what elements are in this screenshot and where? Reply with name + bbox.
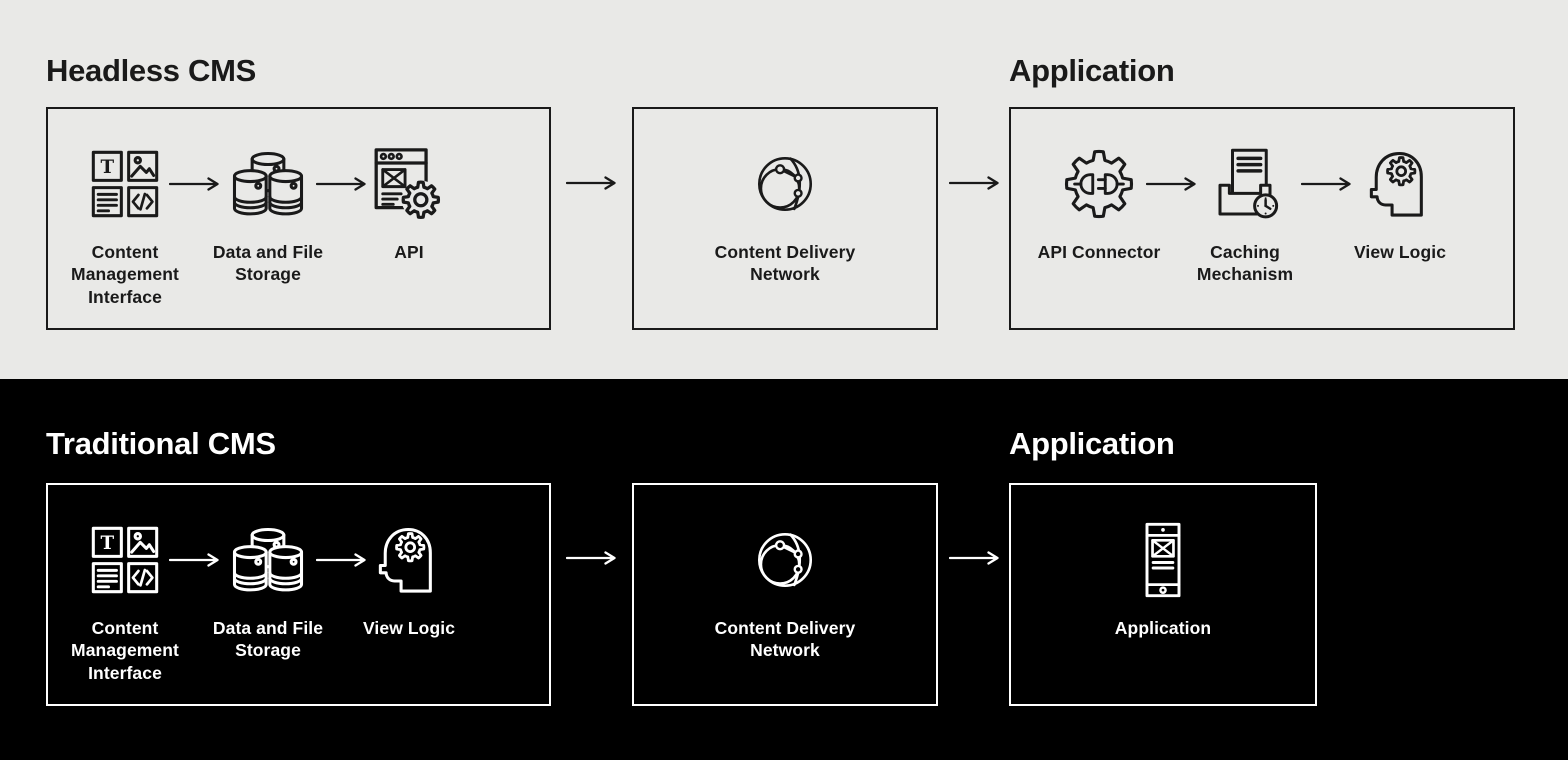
content-management-node: T Content Management Interface [55,520,195,684]
flow-arrow-icon [1300,177,1353,191]
cdn-globe-icon [750,520,820,600]
cdn-label: Content Delivery Network [714,242,856,285]
headless-cdn-box: Content Delivery Network [632,107,938,330]
api-connector-node: API Connector [1029,144,1169,263]
cdn-globe-icon [750,144,820,224]
traditional-cms-box: T Content Management Interface Data and … [46,483,551,706]
view-logic-icon [1361,144,1439,224]
svg-text:T: T [101,157,115,178]
flow-arrow-icon [565,176,618,190]
traditional-cms-section: Traditional CMS Application T Content Ma… [0,379,1568,760]
data-storage-icon [228,144,308,224]
flow-arrow-icon [168,177,221,191]
flow-arrow-icon [948,176,1001,190]
content-management-icon: T [86,144,164,224]
flow-arrow-icon [168,553,221,567]
flow-arrow-icon [315,553,368,567]
content-management-label: Content Management Interface [71,242,179,307]
content-management-icon: T [86,520,164,600]
flow-arrow-icon [565,551,618,565]
data-storage-node: Data and File Storage [193,520,343,662]
api-icon [367,144,451,224]
data-storage-icon [228,520,308,600]
headless-application-title: Application [1009,53,1175,88]
cdn-label: Content Delivery Network [714,618,856,661]
data-storage-label: Data and File Storage [212,618,324,661]
application-phone-icon [1131,520,1195,600]
application-label: Application [1114,618,1212,638]
headless-cms-title: Headless CMS [46,53,257,88]
flow-arrow-icon [948,551,1001,565]
view-logic-label: View Logic [1353,242,1447,262]
api-connector-icon [1059,144,1139,224]
traditional-application-box: Application [1009,483,1317,706]
headless-cms-section: Headless CMS Application T Content Manag… [0,0,1568,379]
cdn-node: Content Delivery Network [634,144,936,286]
data-storage-label: Data and File Storage [212,242,324,285]
api-node: API [349,144,469,263]
flow-arrow-icon [1145,177,1198,191]
application-node: Application [1011,520,1315,639]
view-logic-node: View Logic [1330,144,1470,263]
view-logic-label: View Logic [362,618,456,638]
data-storage-node: Data and File Storage [193,144,343,286]
svg-text:T: T [101,533,115,554]
flow-arrow-icon [315,177,368,191]
view-logic-icon [370,520,448,600]
api-connector-label: API Connector [1037,242,1161,262]
caching-label: Caching Mechanism [1196,242,1294,285]
content-management-node: T Content Management Interface [55,144,195,308]
cdn-node: Content Delivery Network [634,520,936,662]
headless-cms-box: T Content Management Interface Data and … [46,107,551,330]
api-label: API [394,242,424,262]
traditional-cms-title: Traditional CMS [46,426,276,461]
content-management-label: Content Management Interface [71,618,179,683]
caching-node: Caching Mechanism [1170,144,1320,286]
caching-icon [1205,144,1285,224]
traditional-cdn-box: Content Delivery Network [632,483,938,706]
view-logic-node: View Logic [339,520,479,639]
headless-application-box: API Connector Caching Mechanism View Log… [1009,107,1515,330]
traditional-application-title: Application [1009,426,1175,461]
